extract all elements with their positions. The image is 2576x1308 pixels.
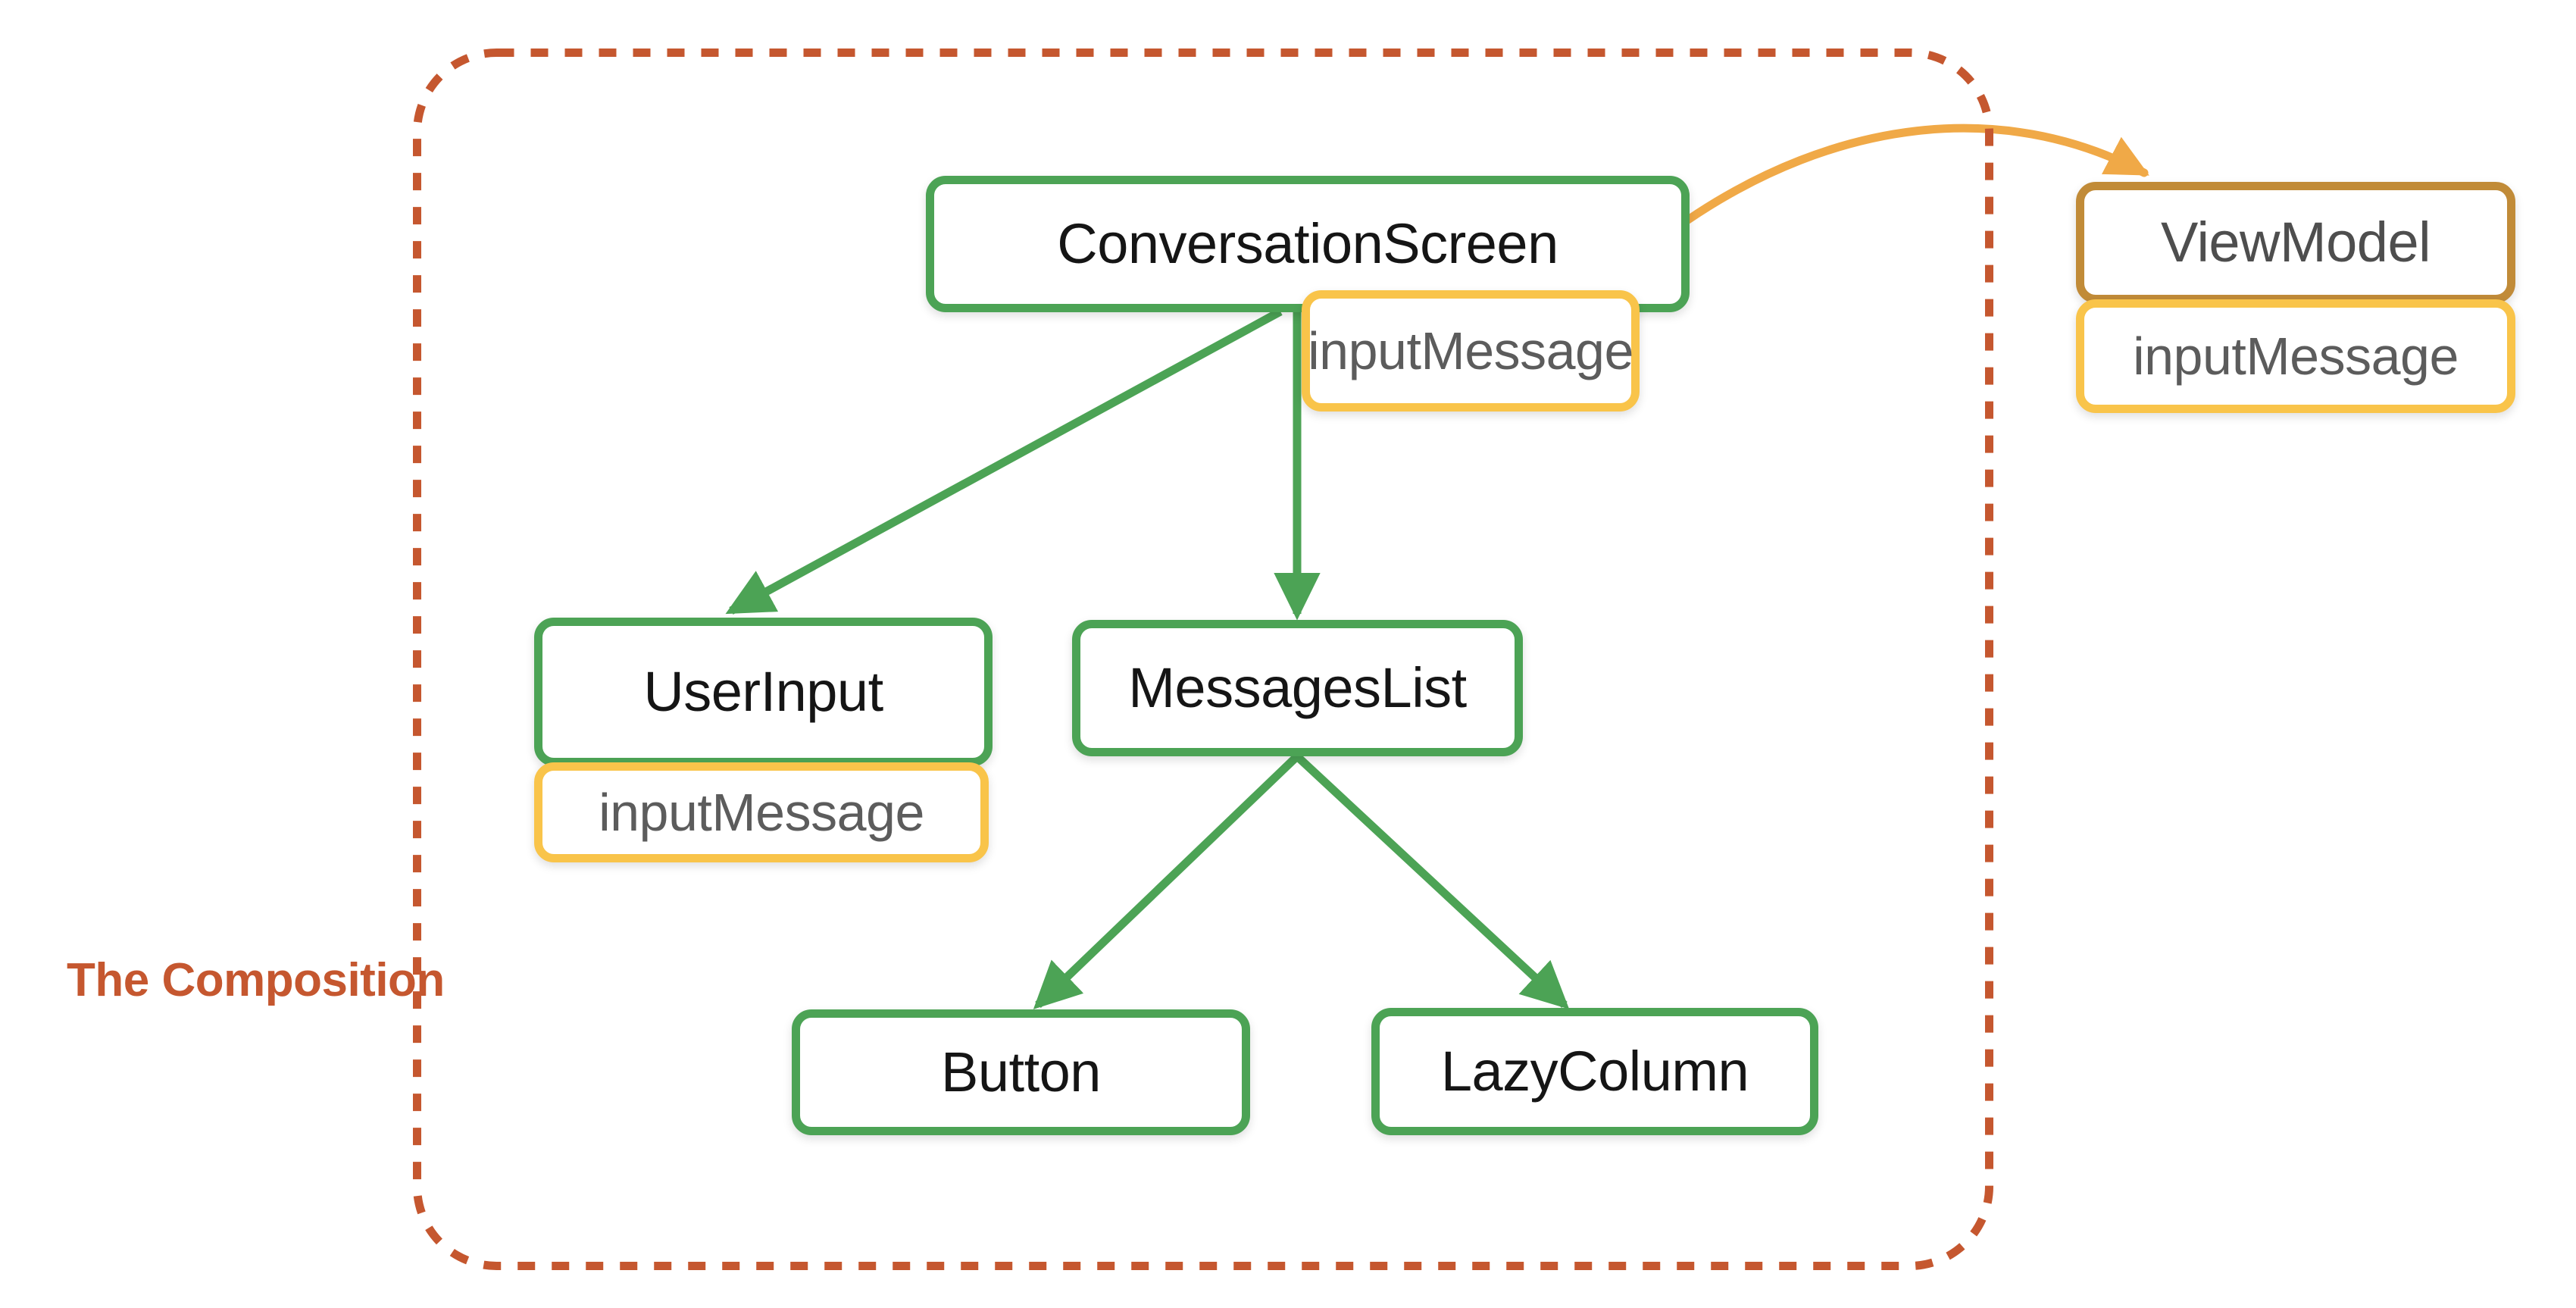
- node-userinput[interactable]: UserInput: [534, 618, 993, 766]
- node-viewmodel-label: ViewModel: [2160, 211, 2431, 274]
- node-conversationscreen-state-inputmessage[interactable]: inputMessage: [1302, 290, 1640, 411]
- node-button-label: Button: [941, 1040, 1101, 1103]
- node-viewmodel-state-inputmessage[interactable]: inputMessage: [2076, 299, 2515, 413]
- node-userinput-state-label: inputMessage: [599, 783, 924, 842]
- node-button[interactable]: Button: [792, 1009, 1250, 1135]
- edge-messageslist-to-lazycolumn: [1294, 753, 1570, 1009]
- node-lazycolumn-label: LazyColumn: [1440, 1040, 1749, 1103]
- edge-messageslist-to-button: [1033, 753, 1300, 1009]
- node-viewmodel[interactable]: ViewModel: [2076, 182, 2515, 303]
- node-messageslist[interactable]: MessagesList: [1072, 620, 1523, 756]
- node-messageslist-label: MessagesList: [1128, 656, 1467, 719]
- node-userinput-label: UserInput: [643, 660, 883, 723]
- composition-caption: The Composition: [67, 954, 445, 1006]
- node-userinput-state-inputmessage[interactable]: inputMessage: [534, 762, 989, 862]
- node-conversationscreen-state-label: inputMessage: [1308, 321, 1633, 380]
- node-lazycolumn[interactable]: LazyColumn: [1371, 1008, 1818, 1135]
- node-viewmodel-state-label: inputMessage: [2133, 327, 2459, 386]
- edge-conversationscreen-to-userinput: [725, 308, 1283, 615]
- node-conversationscreen-label: ConversationScreen: [1057, 212, 1558, 275]
